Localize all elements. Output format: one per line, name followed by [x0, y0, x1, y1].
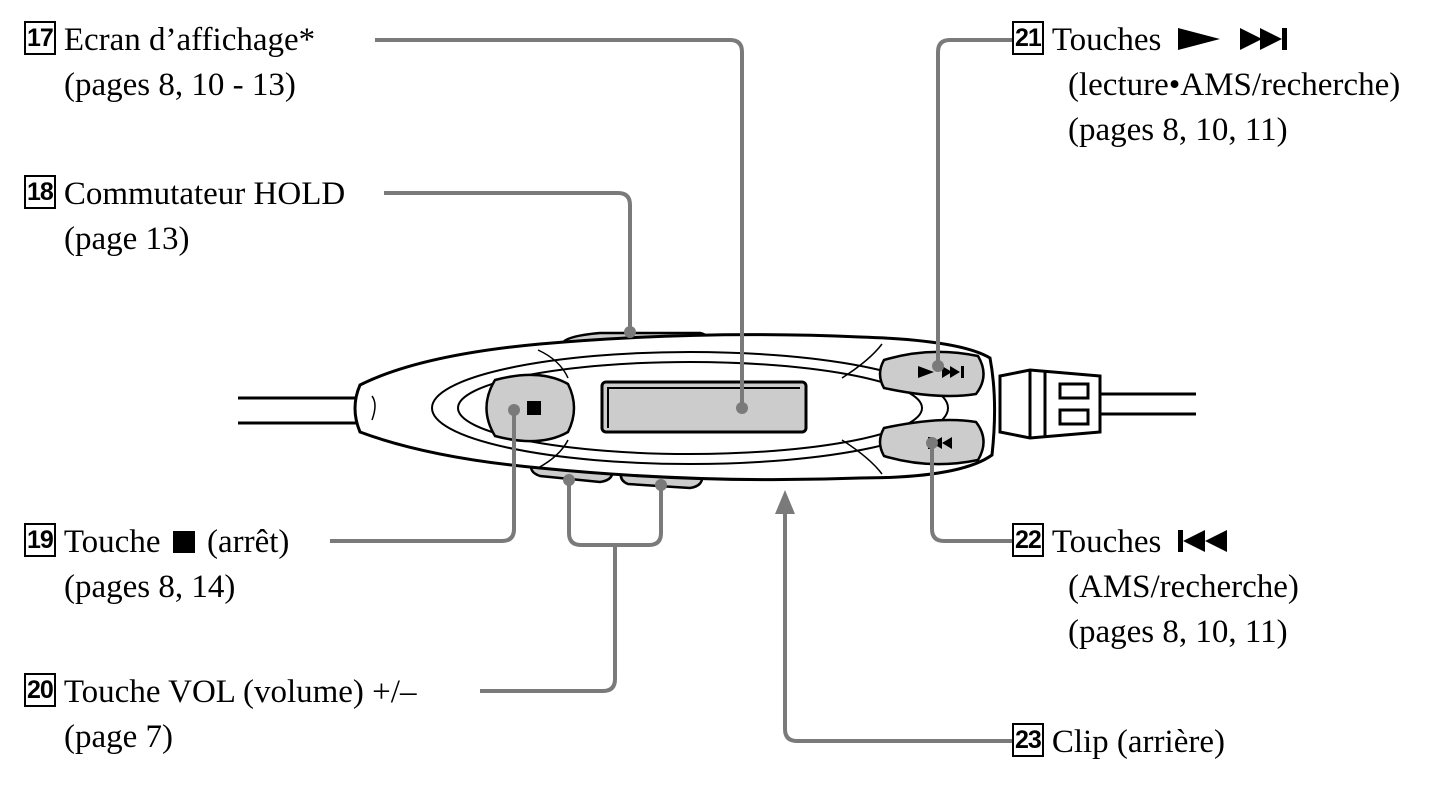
callout-label: Clip (arrière)	[1051, 724, 1225, 760]
callout-label-post: (arrêt)	[206, 524, 290, 560]
callout-number: 17	[24, 21, 56, 55]
callout-number: 21	[1012, 21, 1044, 55]
clip-arrow-head	[775, 490, 795, 514]
callout-label: Commutateur HOLD	[63, 176, 346, 212]
callout-pages: (page 13)	[64, 221, 190, 257]
callout-pages: (pages 8, 10, 11)	[1068, 112, 1288, 148]
leader-23	[783, 512, 1012, 743]
callout-number: 19	[24, 523, 56, 557]
face-outer-ring	[431, 351, 949, 465]
play-next-button[interactable]	[878, 350, 985, 398]
callout-label-pre: Touche	[63, 524, 161, 560]
callout-number: 23	[1012, 723, 1044, 757]
leader-21	[936, 38, 1012, 366]
previous-icon	[1177, 530, 1227, 552]
callout-pages: (pages 8, 10 - 13)	[64, 67, 296, 103]
cable-connector	[998, 368, 1102, 440]
callout-pages: (pages 8, 10, 11)	[1068, 614, 1288, 650]
display-screen	[600, 380, 808, 434]
leader-20-branch	[567, 483, 663, 547]
callout-label: Touche VOL (volume) +/–	[63, 674, 417, 710]
leader-22	[930, 443, 1012, 543]
stop-square-icon	[172, 531, 195, 553]
callout-label: Ecran d’affichage*	[63, 22, 316, 58]
play-next-icon	[1177, 28, 1287, 50]
callout-pages: (page 7)	[64, 719, 174, 755]
callout-label: Touches	[1051, 524, 1162, 560]
leader-18	[384, 191, 632, 332]
callout-pages: (pages 8, 14)	[64, 569, 236, 605]
leader-20	[480, 545, 617, 693]
cable-right	[1100, 392, 1196, 416]
leader-lines	[330, 38, 1012, 743]
callout-sub: (lecture•AMS/recherche)	[1068, 67, 1401, 103]
leader-19	[330, 410, 516, 543]
play-next-icon	[918, 366, 964, 378]
leader-17	[375, 38, 744, 408]
face-seams	[371, 343, 883, 475]
callout-number: 22	[1012, 523, 1044, 557]
callout-number: 18	[24, 175, 56, 209]
callout-number: 20	[24, 673, 56, 707]
callout-label: Touches	[1051, 22, 1162, 58]
leader-dots	[508, 326, 944, 491]
callout-sub: (AMS/recherche)	[1068, 569, 1299, 605]
face-inner-ring	[457, 361, 923, 455]
stop-square-icon	[527, 401, 541, 415]
cable-left	[238, 396, 360, 425]
